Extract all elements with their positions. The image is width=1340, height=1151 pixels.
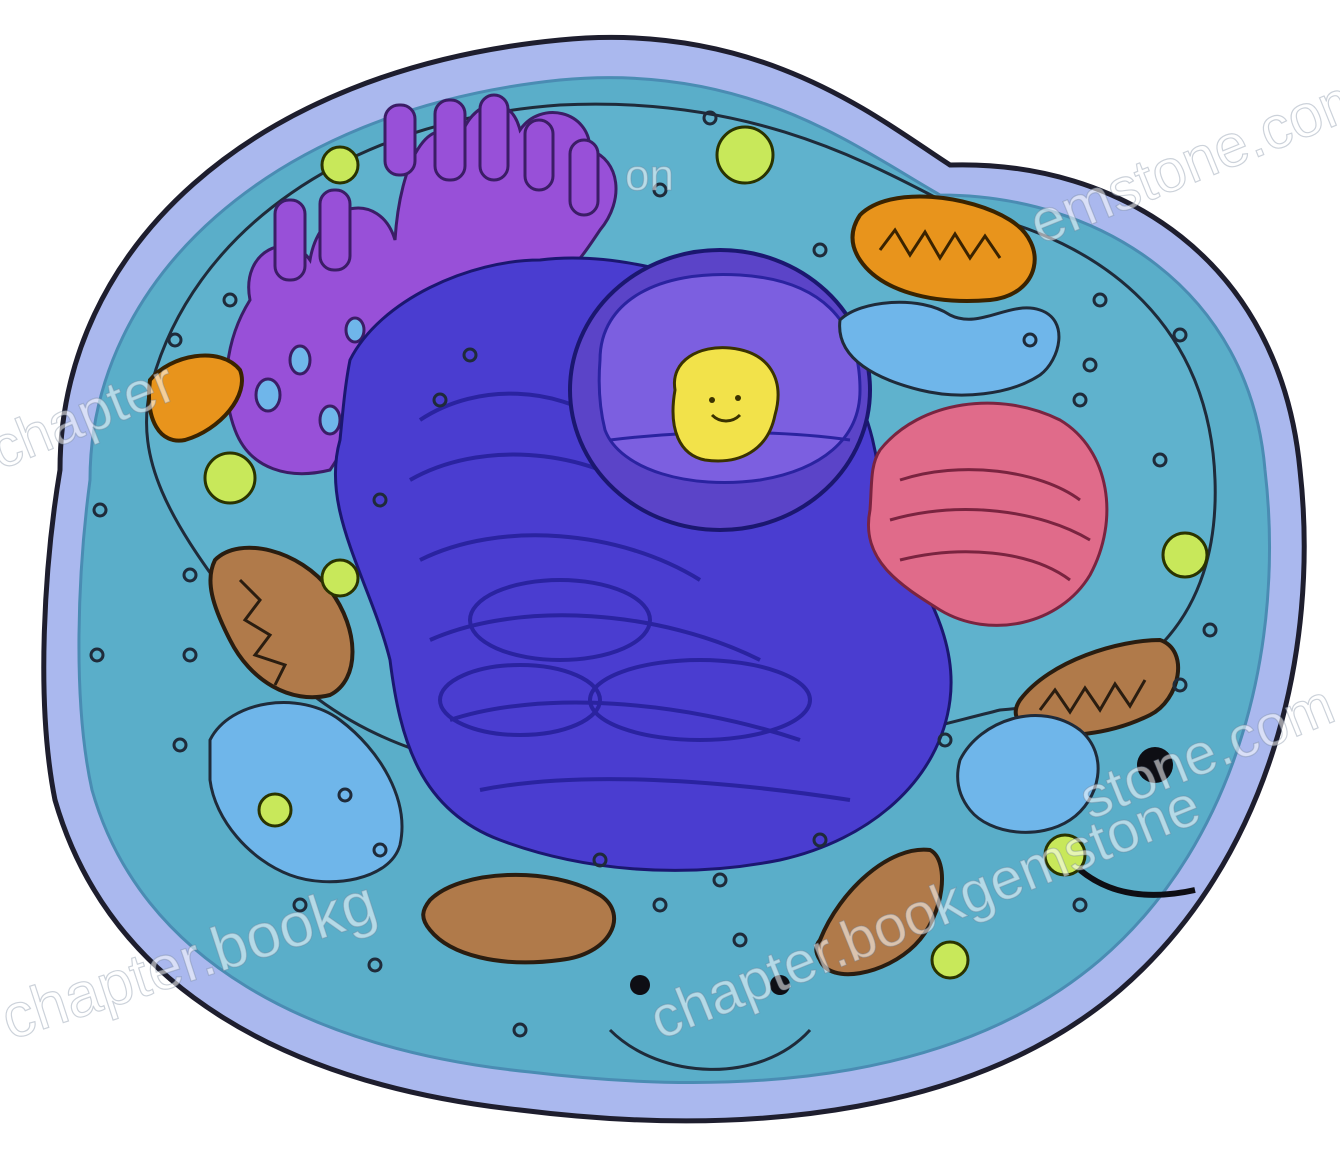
watermark-top-right: emstone.com [1020,60,1340,257]
mitochondrion-bottom-left [423,875,614,963]
nucleolus [673,348,778,461]
watermark-top-center: on [625,151,674,200]
